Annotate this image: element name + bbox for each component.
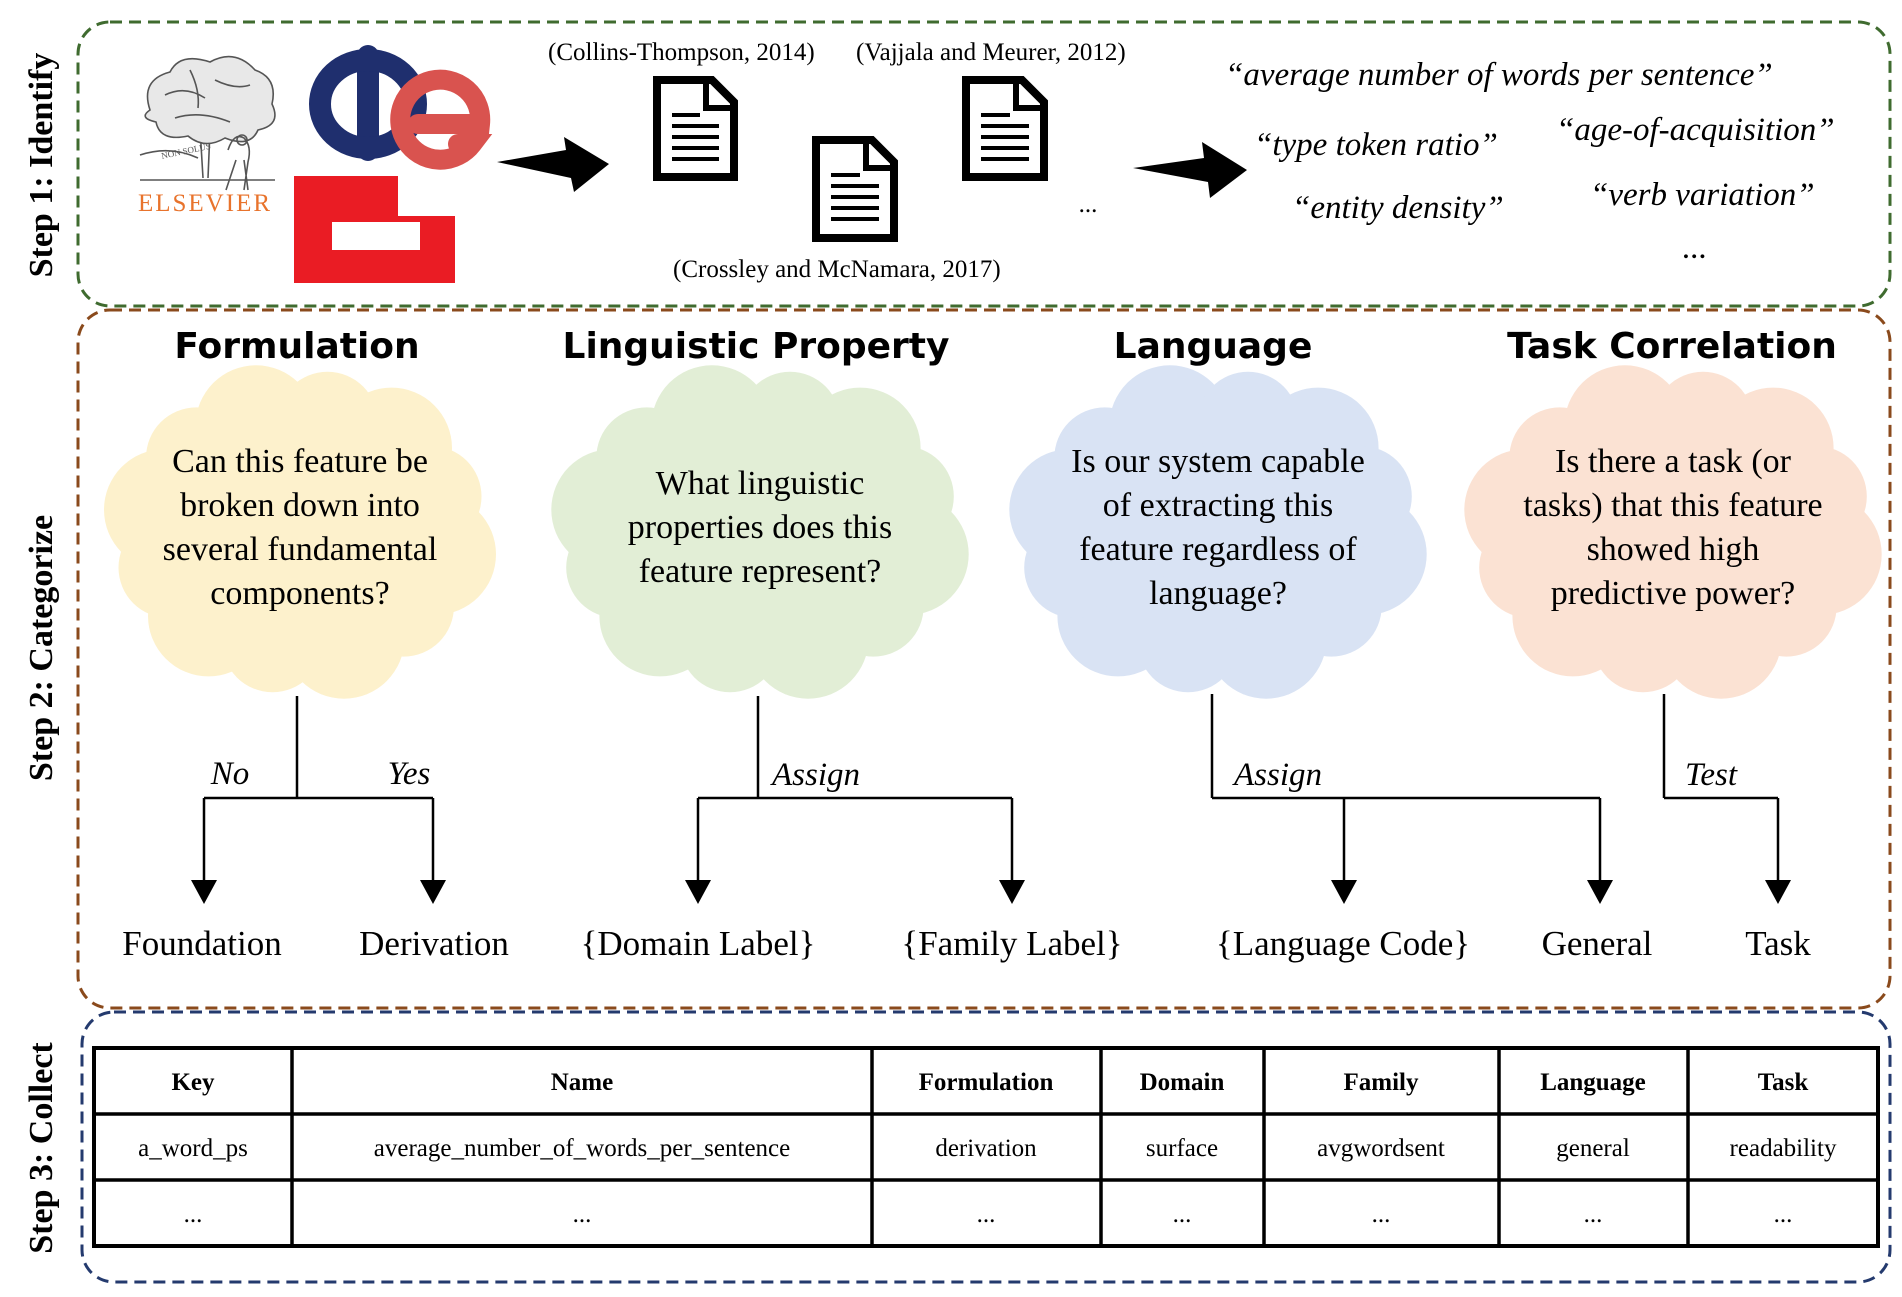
question-line: Can this feature be (172, 443, 428, 480)
question-line: showed high (1587, 531, 1760, 568)
outcome-general: General (1542, 924, 1653, 963)
documents-ellipsis: ... (1079, 191, 1098, 218)
table-header-language: Language (1540, 1069, 1646, 1096)
document-icon (812, 136, 898, 242)
table-cell: average_number_of_words_per_sentence (374, 1135, 791, 1162)
table-cell: avgwordsent (1317, 1135, 1445, 1162)
branch-label-assign: Assign (1232, 757, 1322, 793)
elsevier-logo: NON SOLUS ELSEVIER (138, 55, 276, 217)
feature-entity-density: “entity density” (1292, 190, 1504, 226)
identify-section-border (76, 20, 1892, 308)
de-logo (309, 45, 493, 170)
question-line: several fundamental (163, 531, 438, 568)
step-1-label: Step 1: Identify (23, 53, 60, 278)
question-line: properties does this (628, 509, 892, 546)
category-title-linguistic-property: Linguistic Property (563, 326, 950, 367)
formulation-question: Can this feature be broken down into sev… (163, 443, 438, 612)
feature-type-token-ratio: “type token ratio” (1254, 127, 1498, 163)
citation-vajjala-meurer: (Vajjala and Meurer, 2012) (856, 39, 1126, 66)
formulation-cloud (104, 365, 496, 699)
linguistic-property-question: What linguistic properties does this fea… (628, 465, 892, 590)
elsevier-wordmark: ELSEVIER (138, 190, 272, 217)
language-cloud (1009, 365, 1427, 699)
table-cell: general (1556, 1135, 1630, 1162)
arrow-to-documents (497, 137, 609, 192)
question-line: Is our system capable (1071, 443, 1365, 480)
feature-age-of-acquisition: “age-of-acquisition” (1556, 112, 1835, 148)
question-line: feature regardless of (1079, 531, 1357, 568)
table-cell: readability (1730, 1135, 1837, 1162)
linguistic-property-cloud (551, 365, 969, 699)
document-icon (653, 76, 738, 181)
elsevier-motto: NON SOLUS (160, 141, 211, 161)
step-2-label: Step 2: Categorize (23, 515, 60, 781)
question-line: language? (1149, 575, 1287, 612)
table-header-task: Task (1758, 1069, 1809, 1096)
table-header-name: Name (551, 1069, 613, 1096)
category-title-task-correlation: Task Correlation (1507, 326, 1837, 367)
branch-label-no: No (210, 756, 250, 792)
task-correlation-cloud (1464, 365, 1882, 699)
task-correlation-question: Is there a task (or tasks) that this fea… (1523, 443, 1822, 612)
question-line: feature represent? (639, 553, 882, 590)
table-header-formulation: Formulation (919, 1069, 1054, 1096)
table-header-family: Family (1344, 1069, 1419, 1096)
table-cell: ... (1173, 1201, 1192, 1228)
question-line: components? (210, 575, 389, 612)
outcome-language-code: {Language Code} (1216, 924, 1470, 963)
table-cell: ... (184, 1201, 203, 1228)
table-cell: surface (1146, 1135, 1218, 1162)
outcome-domain-label: {Domain Label} (581, 924, 816, 963)
table-cell: ... (1584, 1201, 1603, 1228)
question-line: broken down into (180, 487, 420, 524)
citation-crossley-mcnamara: (Crossley and McNamara, 2017) (673, 256, 1001, 283)
feature-words-per-sentence: “average number of words per sentence” (1225, 57, 1773, 93)
branch-label-assign: Assign (770, 757, 860, 793)
category-title-formulation: Formulation (174, 326, 419, 367)
arrow-to-features (1133, 142, 1247, 198)
document-icon (962, 76, 1048, 181)
outcome-task: Task (1745, 924, 1811, 963)
table-cell: ... (977, 1201, 996, 1228)
feature-verb-variation: “verb variation” (1590, 177, 1815, 213)
feature-table: Key Name Formulation Domain Family Langu… (92, 1046, 1880, 1248)
table-header-domain: Domain (1140, 1069, 1225, 1096)
table-cell: derivation (935, 1135, 1037, 1162)
task-correlation-connector (1662, 694, 1791, 904)
question-line: predictive power? (1551, 575, 1796, 612)
question-line: tasks) that this feature (1523, 487, 1822, 524)
question-line: of extracting this (1103, 487, 1333, 524)
branch-label-test: Test (1685, 757, 1738, 793)
outcome-foundation: Foundation (122, 924, 281, 963)
table-row: a_word_ps average_number_of_words_per_se… (138, 1135, 1837, 1162)
table-cell: a_word_ps (138, 1135, 248, 1162)
citation-collins-thompson: (Collins-Thompson, 2014) (548, 39, 815, 66)
elsevier-tree-icon (139, 55, 276, 191)
red-block-logo (294, 176, 455, 283)
language-connector (1210, 694, 1613, 904)
question-line: Is there a task (or (1555, 443, 1792, 480)
question-line: What linguistic (656, 465, 865, 502)
table-header-key: Key (171, 1069, 215, 1096)
table-cell: ... (1774, 1201, 1793, 1228)
branch-label-yes: Yes (388, 756, 431, 792)
table-cell: ... (1372, 1201, 1391, 1228)
table-cell: ... (573, 1201, 592, 1228)
table-row: ... ... ... ... ... ... ... (184, 1201, 1793, 1228)
linguistic-property-connector (685, 696, 1025, 904)
formulation-connector (191, 696, 446, 904)
language-question: Is our system capable of extracting this… (1071, 443, 1365, 612)
features-ellipsis: ... (1683, 230, 1708, 266)
outcome-derivation: Derivation (359, 924, 509, 963)
category-title-language: Language (1114, 326, 1313, 367)
categorize-section-border (76, 308, 1892, 1010)
step-3-label: Step 3: Collect (23, 1042, 60, 1254)
outcome-family-label: {Family Label} (901, 924, 1122, 963)
